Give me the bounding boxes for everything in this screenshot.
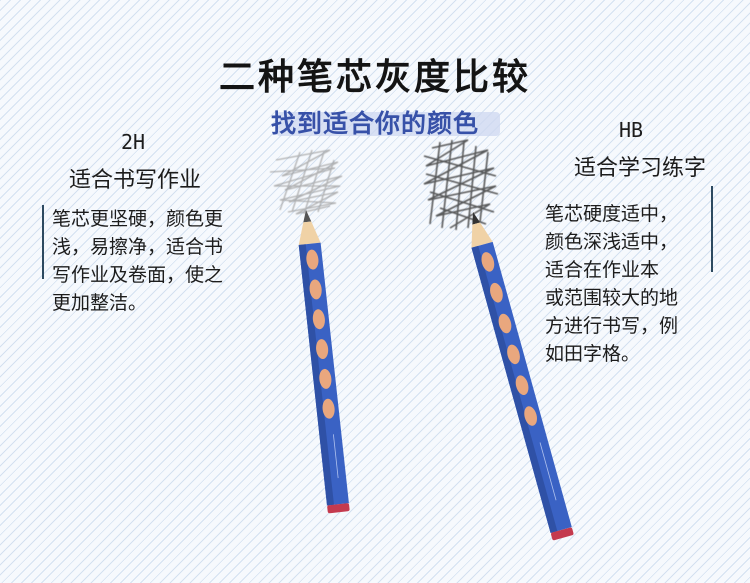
pencil-grip-dots: [306, 249, 335, 419]
left-desc-line: 浅，易擦净，适合书: [52, 236, 224, 258]
light-scribble-2h: [269, 149, 343, 215]
right-desc-bar: [711, 186, 713, 272]
left-grade-label: 2H: [120, 130, 146, 154]
right-desc-line: 笔芯硬度适中，: [545, 203, 679, 225]
pencil-grip-dots: [481, 252, 537, 426]
right-desc-line: 或范围较大的地: [545, 287, 679, 309]
right-desc-line: 方进行书写，例: [545, 315, 679, 337]
left-desc-bar: [42, 205, 44, 279]
page-title: 二种笔芯灰度比较: [218, 57, 531, 98]
right-desc-line: 颜色深浅适中，: [545, 231, 679, 253]
pencil-body-shade: [298, 244, 334, 506]
right-use-label: 适合学习练字: [573, 156, 706, 181]
left-description: 笔芯更坚硬，颜色更 浅，易擦净，适合书 写作业及卷面，使之 更加整洁。: [52, 205, 223, 317]
subtitle-highlight: [276, 112, 500, 136]
left-use-label: 适合书写作业: [68, 168, 201, 193]
right-grade-label: HB: [618, 118, 644, 142]
pencil-end-cap: [327, 503, 350, 514]
page-subtitle: 找到适合你的颜色: [270, 109, 479, 138]
right-desc-line: 适合在作业本: [545, 259, 660, 281]
left-desc-line: 更加整洁。: [52, 292, 148, 314]
dark-scribble-hb: [423, 139, 499, 231]
pencil-body-shade: [471, 245, 558, 533]
left-desc-line: 写作业及卷面，使之: [52, 264, 224, 286]
pencil-wood: [298, 221, 321, 245]
pencil-lead: [472, 212, 481, 225]
pencil-hb: [471, 212, 574, 541]
left-desc-line: 笔芯更坚硬，颜色更: [52, 208, 224, 230]
pencil-end-cap: [551, 527, 574, 541]
right-desc-line: 如田字格。: [545, 343, 641, 365]
pencil-lead: [303, 210, 312, 223]
right-description: 笔芯硬度适中， 颜色深浅适中， 适合在作业本 或范围较大的地 方进行书写，例 如…: [545, 200, 678, 368]
pencil-2h: [298, 210, 350, 514]
pencil-wood: [471, 222, 493, 248]
